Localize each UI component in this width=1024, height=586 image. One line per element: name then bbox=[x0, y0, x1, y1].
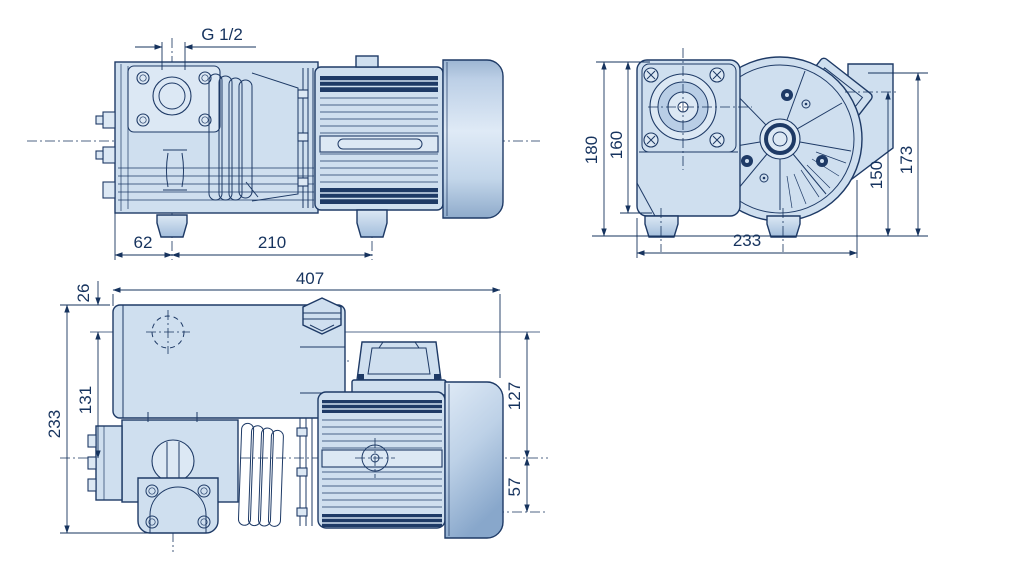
side-left-protrusions bbox=[95, 111, 116, 199]
foot bbox=[356, 209, 388, 238]
dim-label-180: 180 bbox=[582, 136, 601, 164]
plan-left-dimensions: 233 26 131 bbox=[45, 281, 150, 534]
coupling-housing bbox=[251, 68, 314, 208]
coupling-plan bbox=[296, 418, 313, 526]
dim-label-160: 160 bbox=[607, 131, 626, 159]
dim-407: 407 bbox=[112, 269, 501, 378]
dim-label-173: 173 bbox=[897, 146, 916, 174]
terminal-box-plan bbox=[351, 341, 447, 396]
dim-label-233-front: 233 bbox=[733, 231, 761, 250]
dim-label-26: 26 bbox=[74, 284, 93, 303]
oil-tank-plan bbox=[112, 297, 346, 419]
dim-label-57: 57 bbox=[505, 478, 524, 497]
motor-end-cap-plan bbox=[444, 381, 504, 539]
oil-coils-plan bbox=[237, 422, 284, 527]
dim-label-210: 210 bbox=[258, 233, 286, 252]
dim-label-127: 127 bbox=[505, 382, 524, 410]
side-view: G 1/2 62 210 bbox=[27, 25, 540, 260]
sight-glass bbox=[163, 149, 187, 191]
foot bbox=[644, 215, 679, 238]
body-ribs bbox=[118, 167, 314, 201]
dim-62-210: 62 210 bbox=[114, 213, 373, 260]
front-housing bbox=[636, 48, 752, 217]
flange-screws bbox=[643, 67, 725, 148]
oil-coils bbox=[208, 73, 259, 201]
motor-end-cap bbox=[442, 59, 504, 219]
foot bbox=[766, 215, 801, 238]
dim-g12: G 1/2 bbox=[135, 25, 256, 70]
motor-plan bbox=[317, 391, 446, 529]
dim-label-150: 150 bbox=[867, 161, 886, 189]
plan-view: 407 233 26 131 127 57 bbox=[45, 269, 548, 552]
dim-label-62: 62 bbox=[134, 233, 153, 252]
inlet-flange bbox=[127, 65, 221, 133]
dim-label-131: 131 bbox=[76, 386, 95, 414]
front-dimensions: 180 160 150 173 233 bbox=[582, 61, 928, 258]
plan-right-dimensions: 127 57 bbox=[505, 331, 530, 513]
head-port bbox=[151, 439, 195, 483]
oil-fill-plug bbox=[302, 297, 342, 335]
foot bbox=[156, 214, 188, 238]
pump-head-plan bbox=[87, 412, 239, 534]
dim-label-233-plan: 233 bbox=[45, 410, 64, 438]
lifting-lug bbox=[355, 55, 379, 68]
front-view: 180 160 150 173 233 bbox=[582, 48, 928, 258]
motor-side bbox=[314, 55, 444, 211]
dim-label-407: 407 bbox=[296, 269, 324, 288]
dim-label-g12: G 1/2 bbox=[201, 25, 243, 44]
fan-blades bbox=[786, 151, 847, 209]
